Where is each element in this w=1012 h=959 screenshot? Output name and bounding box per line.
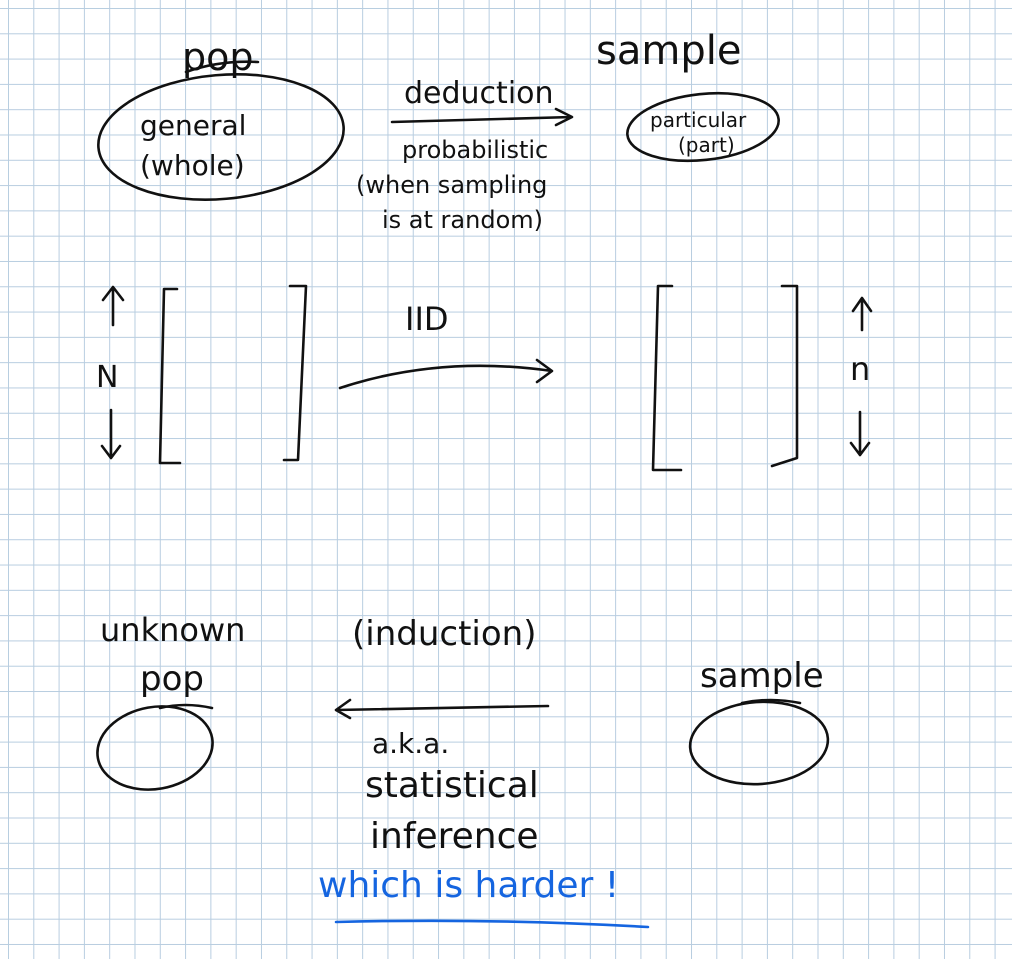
sample-size-up-arrow: [851, 296, 873, 332]
deduction-arrow: [390, 107, 574, 127]
sample-matrix-left-bracket: [651, 284, 683, 472]
sample-ellipse: [626, 91, 780, 163]
pop-heading: pop: [182, 35, 254, 79]
population-size-down-arrow: [100, 408, 122, 460]
inference-label: inference: [370, 816, 539, 857]
population-size-label: N: [96, 360, 118, 395]
harder-note: which is harder !: [318, 865, 619, 906]
unknown-pop-label: pop: [140, 659, 204, 699]
sample-bottom-label: sample: [700, 656, 824, 696]
iid-label: IID: [405, 300, 449, 338]
sample-bottom-ellipse: [688, 700, 830, 786]
induction-arrow: [334, 698, 550, 720]
population-ellipse: [97, 73, 345, 201]
iid-arrow: [338, 358, 554, 390]
when-sampling-label: (when sampling: [356, 171, 547, 199]
sample-matrix-right-bracket: [770, 284, 799, 468]
unknown-population-ellipse: [96, 705, 214, 791]
pop-heading-underline: [184, 60, 260, 74]
deduction-label: deduction: [404, 76, 554, 111]
sample-size-down-arrow: [849, 410, 871, 457]
particular-label: particular: [650, 108, 747, 132]
sample-size-label: n: [850, 350, 870, 388]
induction-label: (induction): [352, 614, 536, 654]
aka-label: a.k.a.: [372, 727, 449, 760]
harder-note-underline: [334, 919, 650, 929]
population-matrix-left-bracket: [158, 287, 182, 465]
statistical-label: statistical: [365, 765, 539, 806]
at-random-label: is at random): [382, 206, 543, 234]
sample-heading: sample: [596, 28, 741, 74]
general-label: general: [140, 109, 246, 142]
part-label: (part): [678, 133, 735, 157]
whole-label: (whole): [140, 149, 245, 182]
probabilistic-label: probabilistic: [402, 136, 548, 164]
unknown-label: unknown: [100, 611, 245, 649]
population-size-up-arrow: [101, 285, 125, 327]
population-matrix-right-bracket: [282, 284, 308, 462]
